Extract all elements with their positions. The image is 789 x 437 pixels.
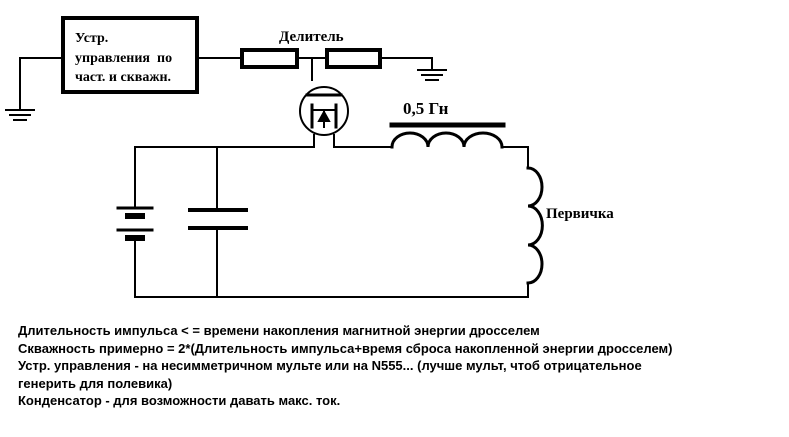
note-duty-cycle: Скважность примерно = 2*(Длительность им… (18, 340, 673, 356)
note-capacitor: Конденсатор - для возможности давать мак… (18, 393, 341, 408)
battery (116, 206, 154, 241)
primary-coils (526, 166, 544, 285)
control-unit: Устр. управления по част. и скважн. (61, 16, 199, 94)
wire-inductor-to-primary (501, 146, 529, 169)
primary-label: Первичка (546, 206, 614, 222)
primary-winding: Первичка (526, 166, 614, 285)
choke-inductor: 0,5 Гн (389, 99, 506, 149)
wire-battery-bottom (134, 237, 529, 298)
note-pulse-duration: Длительность импульса < = времени накопл… (18, 323, 540, 338)
voltage-divider: Делитель (196, 29, 433, 71)
control-unit-line-1: Устр. (75, 31, 108, 46)
capacitor (188, 208, 248, 230)
wire-source-to-left (134, 146, 315, 209)
ground-left (5, 57, 64, 121)
control-unit-line-3: част. и скважн. (75, 70, 171, 85)
divider-resistor-1 (240, 48, 299, 69)
mosfet-arrow (317, 109, 331, 122)
ground-right (417, 69, 447, 81)
control-unit-box (61, 16, 199, 94)
inductor-coils (390, 131, 504, 149)
mosfet (299, 57, 349, 148)
wire-divider-to-ground (379, 57, 433, 71)
wire-cu-to-ground (19, 57, 64, 111)
main-wires (134, 146, 529, 298)
note-control-unit-cont: генерить для полевика) (18, 375, 173, 391)
divider-label: Делитель (279, 29, 344, 45)
inductor-label: 0,5 Гн (403, 99, 449, 118)
circuit-schematic: Устр. управления по част. и скважн. Дели… (5, 16, 614, 298)
control-unit-line-2: управления по (75, 51, 172, 66)
mosfet-body (299, 86, 349, 136)
notes-list: Длительность импульса < = времени накопл… (18, 322, 783, 410)
note-control-unit: Устр. управления - на несимметричном мул… (18, 358, 642, 373)
divider-resistor-2 (325, 48, 382, 69)
